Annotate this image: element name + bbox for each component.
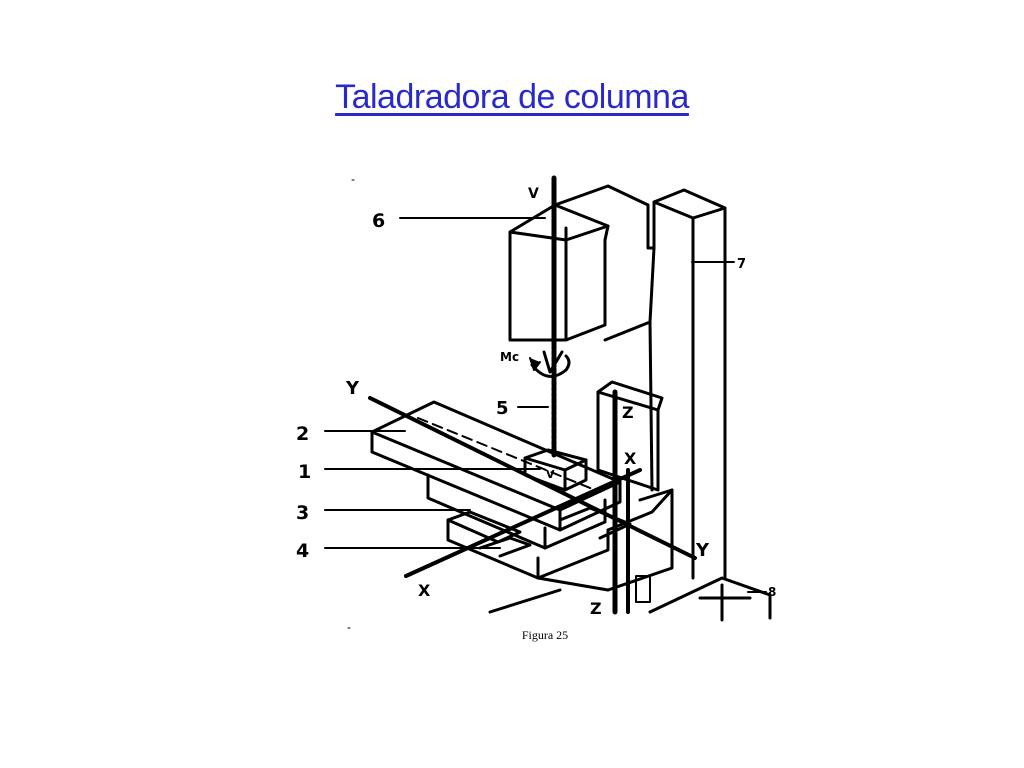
spindle	[529, 175, 571, 458]
drill-head	[508, 203, 610, 342]
label-3: 3	[296, 502, 309, 524]
leader-lines	[324, 217, 767, 593]
knee	[446, 488, 674, 603]
page-title: Taladradora de columna	[335, 78, 689, 116]
z-slide	[596, 380, 664, 615]
label-y-right: Y	[695, 540, 710, 561]
label-v-top: V	[528, 186, 539, 202]
label-8: 8	[768, 585, 776, 599]
label-x-right: X	[624, 449, 637, 468]
axis-lines	[368, 396, 697, 578]
label-y-left: Y	[345, 378, 360, 399]
label-z-top: Z	[622, 403, 634, 422]
label-mc: Mc	[500, 350, 519, 364]
label-4: 4	[296, 540, 309, 562]
base	[488, 576, 772, 622]
label-5: 5	[496, 398, 509, 419]
figure-caption: Figura 25	[521, 628, 569, 642]
label-2: 2	[296, 423, 309, 445]
label-z-bottom: Z	[590, 599, 602, 618]
label-x-left: X	[418, 581, 431, 600]
label-7: 7	[737, 257, 746, 272]
column	[553, 184, 727, 580]
scan-marks	[347, 179, 355, 629]
label-1: 1	[298, 461, 311, 483]
label-v-block: V	[546, 468, 555, 481]
label-6: 6	[372, 210, 385, 232]
